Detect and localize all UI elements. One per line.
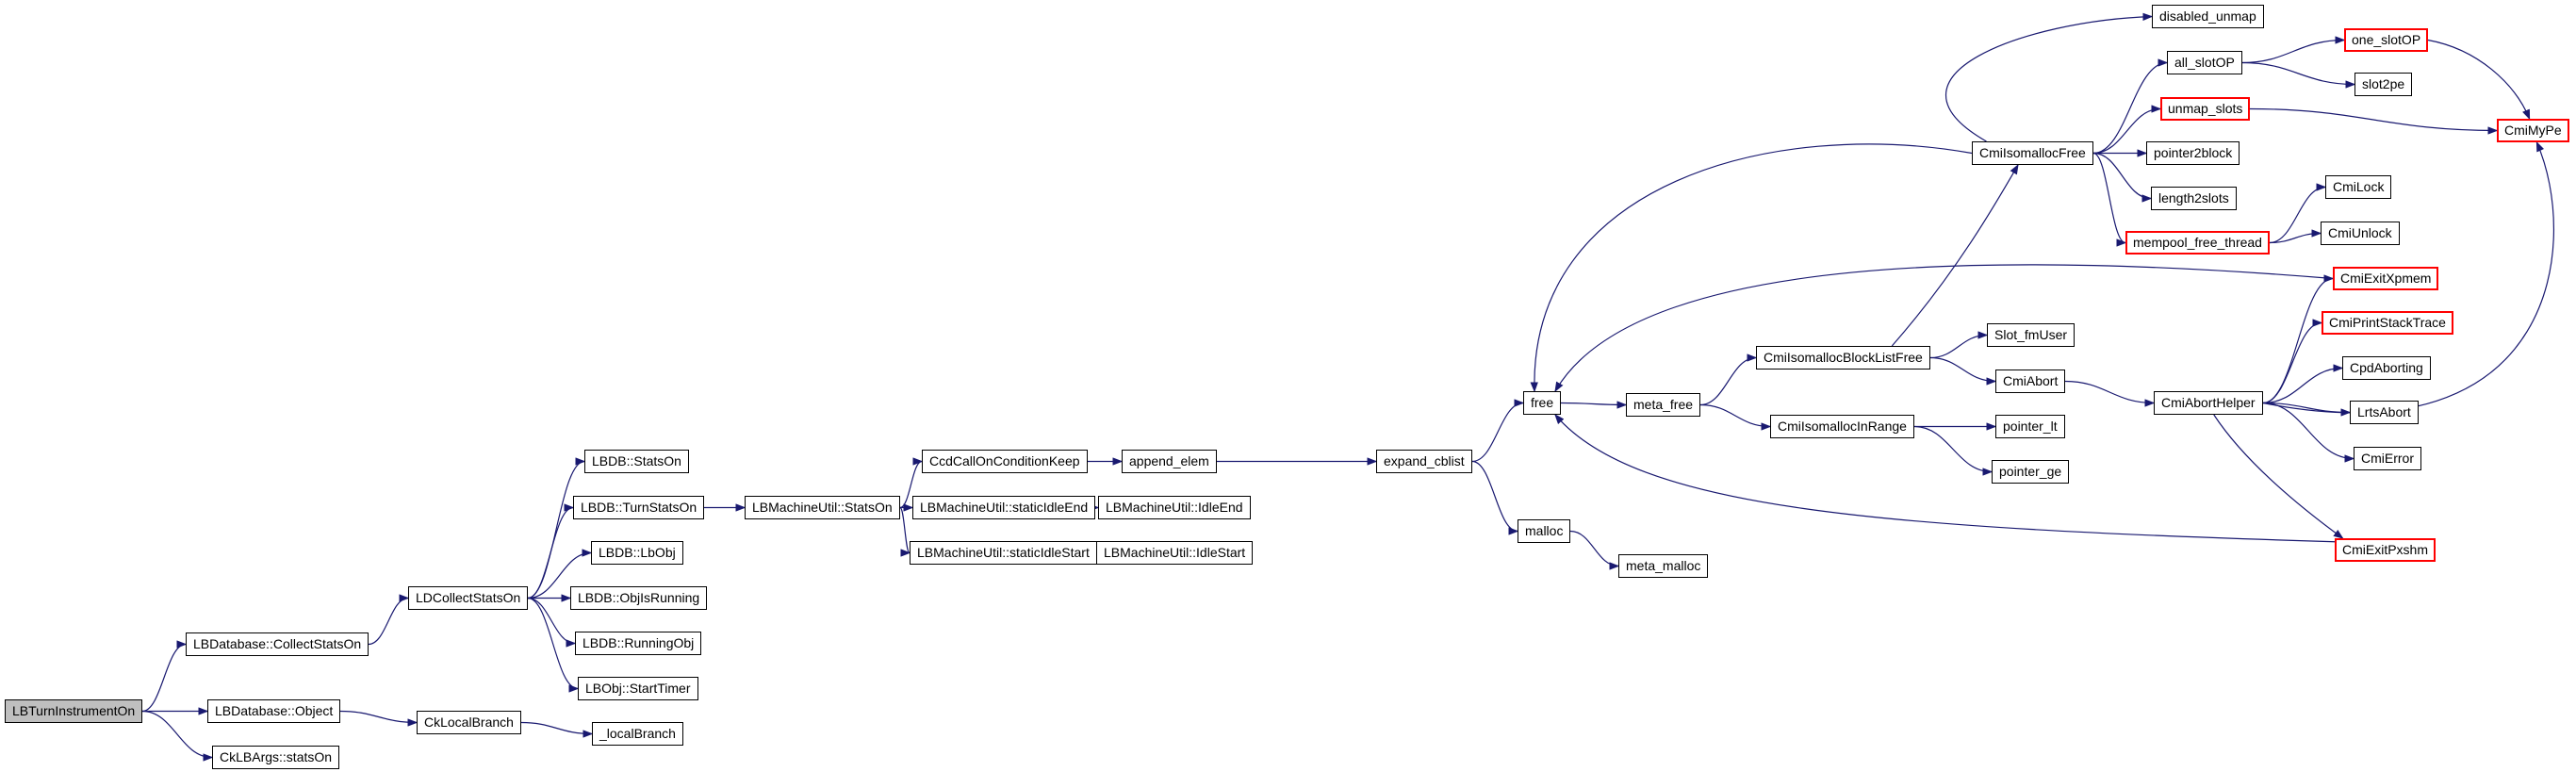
node-pointer2block[interactable]: pointer2block <box>2146 141 2240 165</box>
node-cmi-my-pe[interactable]: CmiMyPe <box>2497 119 2569 142</box>
edge-ld-collect-stats-on--lbdb-running-obj <box>527 597 577 648</box>
edge-isomalloc-free--unmap-slots <box>2092 105 2162 155</box>
node-cmi-unlock[interactable]: CmiUnlock <box>2321 222 2400 245</box>
node-cpd-aborting[interactable]: CpdAborting <box>2342 356 2431 380</box>
node-malloc[interactable]: malloc <box>1518 519 1571 543</box>
node-ck-l-b-args-stats-on[interactable]: CkLBArgs::statsOn <box>212 746 340 769</box>
edge-block-list-free--slot-fm-user <box>1929 331 1989 359</box>
edge-meta-free--in-range <box>1699 403 1772 431</box>
edge-unmap-slots--cmi-my-pe <box>2249 107 2499 135</box>
edge-ld-collect-stats-on--lb-obj-start-timer <box>527 597 580 693</box>
edge-abort-helper--print-stack-trace <box>2262 319 2323 404</box>
edge-abort-helper--cpd-aborting <box>2262 364 2344 404</box>
edge-root--collect-stats-on <box>141 640 188 713</box>
node-mempool-free-thread[interactable]: mempool_free_thread <box>2125 231 2270 255</box>
node-collect-stats-on[interactable]: LBDatabase::CollectStatsOn <box>186 632 369 656</box>
node-lbdb-running-obj[interactable]: LBDB::RunningObj <box>575 632 702 655</box>
node-static-idle-end[interactable]: LBMachineUtil::staticIdleEnd <box>912 496 1096 519</box>
edge-abort-helper--cmi-error <box>2262 402 2355 463</box>
node-ld-collect-stats-on[interactable]: LDCollectStatsOn <box>408 586 529 610</box>
edge-exit-pxshm--free <box>1554 414 2336 543</box>
node-all-slot-o-p[interactable]: all_slotOP <box>2167 51 2242 74</box>
edge-block-list-free--isomalloc-free <box>1891 163 2019 347</box>
edge-malloc--meta-malloc <box>1569 530 1620 570</box>
edge-cmi-abort--abort-helper <box>2064 380 2156 407</box>
edge-abort-helper--exit-pxshm <box>2213 414 2344 539</box>
edge-exit-xpmem--free <box>1554 264 2334 393</box>
node-meta-malloc[interactable]: meta_malloc <box>1618 554 1709 578</box>
node-lb-obj-start-timer[interactable]: LBObj::StartTimer <box>578 677 698 700</box>
node-idle-start[interactable]: LBMachineUtil::IdleStart <box>1096 541 1254 565</box>
edge-expand-cblist--malloc <box>1471 460 1519 535</box>
node-slot-fm-user[interactable]: Slot_fmUser <box>1987 323 2076 347</box>
node-block-list-free[interactable]: CmiIsomallocBlockListFree <box>1756 346 1930 370</box>
node-ccd-keep[interactable]: CcdCallOnConditionKeep <box>922 450 1088 473</box>
node-lbdb-obj-is-running[interactable]: LBDB::ObjIsRunning <box>570 586 708 610</box>
edge-one-slot-o-p--cmi-my-pe <box>2427 39 2531 121</box>
edge-all-slot-o-p--one-slot-o-p <box>2241 36 2346 64</box>
node-exit-pxshm[interactable]: CmiExitPxshm <box>2335 538 2437 562</box>
node-db-object[interactable]: LBDatabase::Object <box>207 699 341 723</box>
node-cmi-abort[interactable]: CmiAbort <box>1995 370 2066 393</box>
edge-lbmu-stats-on--static-idle-start <box>899 506 911 557</box>
node-idle-end[interactable]: LBMachineUtil::IdleEnd <box>1098 496 1251 519</box>
node-append-elem[interactable]: append_elem <box>1122 450 1217 473</box>
edge-ck-local-branch--local-branch <box>520 721 594 738</box>
node-lbdb-turn-stats-on[interactable]: LBDB::TurnStatsOn <box>573 496 705 519</box>
node-length2slots[interactable]: length2slots <box>2151 187 2237 210</box>
node-meta-free[interactable]: meta_free <box>1626 393 1701 417</box>
node-free[interactable]: free <box>1523 391 1562 415</box>
edge-expand-cblist--free <box>1471 399 1525 463</box>
node-print-stack-trace[interactable]: CmiPrintStackTrace <box>2322 311 2453 335</box>
edge-all-slot-o-p--slot2pe <box>2241 61 2356 89</box>
node-lrts-abort[interactable]: LrtsAbort <box>2350 401 2419 424</box>
node-isomalloc-free[interactable]: CmiIsomallocFree <box>1972 141 2093 165</box>
edge-isomalloc-free--mempool-free-thread <box>2092 152 2127 247</box>
edge-mempool-free-thread--cmi-unlock <box>2269 229 2322 244</box>
edge-mempool-free-thread--cmi-lock <box>2269 183 2327 244</box>
edge-abort-helper--exit-xpmem <box>2262 274 2335 404</box>
edge-isomalloc-free--all-slot-o-p <box>2092 58 2169 155</box>
node-pointer-lt[interactable]: pointer_lt <box>1995 415 2065 438</box>
edge-meta-free--block-list-free <box>1699 353 1758 406</box>
node-abort-helper[interactable]: CmiAbortHelper <box>2154 391 2263 415</box>
edge-abort-helper--lrts-abort <box>2262 402 2352 417</box>
node-lbmu-stats-on[interactable]: LBMachineUtil::StatsOn <box>745 496 900 519</box>
edge-root--ck-l-b-args-stats-on <box>141 710 214 762</box>
edge-isomalloc-free--disabled-unmap <box>1945 12 2154 142</box>
edge-isomalloc-free--length2slots <box>2092 152 2153 203</box>
node-expand-cblist[interactable]: expand_cblist <box>1376 450 1472 473</box>
edge-lbmu-stats-on--ccd-keep <box>899 457 924 509</box>
node-exit-xpmem[interactable]: CmiExitXpmem <box>2333 267 2439 290</box>
node-lbdb-lb-obj[interactable]: LBDB::LbObj <box>591 541 683 565</box>
node-cmi-lock[interactable]: CmiLock <box>2325 175 2392 199</box>
edge-collect-stats-on--ld-collect-stats-on <box>368 594 410 646</box>
node-disabled-unmap[interactable]: disabled_unmap <box>2152 5 2264 28</box>
edge-in-range--pointer-ge <box>1913 425 1994 476</box>
edge-ld-collect-stats-on--lbdb-lb-obj <box>527 549 593 600</box>
node-local-branch[interactable]: _localBranch <box>592 722 683 746</box>
node-unmap-slots[interactable]: unmap_slots <box>2160 97 2251 121</box>
node-one-slot-o-p[interactable]: one_slotOP <box>2344 28 2429 52</box>
edge-ld-collect-stats-on--lbdb-turn-stats-on <box>527 503 575 600</box>
node-lbdb-stats-on[interactable]: LBDB::StatsOn <box>584 450 689 473</box>
node-pointer-ge[interactable]: pointer_ge <box>1992 460 2070 484</box>
node-ck-local-branch[interactable]: CkLocalBranch <box>417 711 521 734</box>
edge-db-object--ck-local-branch <box>339 710 418 727</box>
node-in-range[interactable]: CmiIsomallocInRange <box>1770 415 1914 438</box>
edge-isomalloc-free--free <box>1530 143 1973 393</box>
node-static-idle-start[interactable]: LBMachineUtil::staticIdleStart <box>910 541 1097 565</box>
edge-block-list-free--cmi-abort <box>1929 356 1997 386</box>
node-root: LBTurnInstrumentOn <box>5 699 143 723</box>
node-cmi-error[interactable]: CmiError <box>2354 447 2421 470</box>
edge-free--meta-free <box>1560 401 1628 409</box>
node-slot2pe[interactable]: slot2pe <box>2354 73 2413 96</box>
edge-ld-collect-stats-on--lbdb-stats-on <box>527 457 586 600</box>
